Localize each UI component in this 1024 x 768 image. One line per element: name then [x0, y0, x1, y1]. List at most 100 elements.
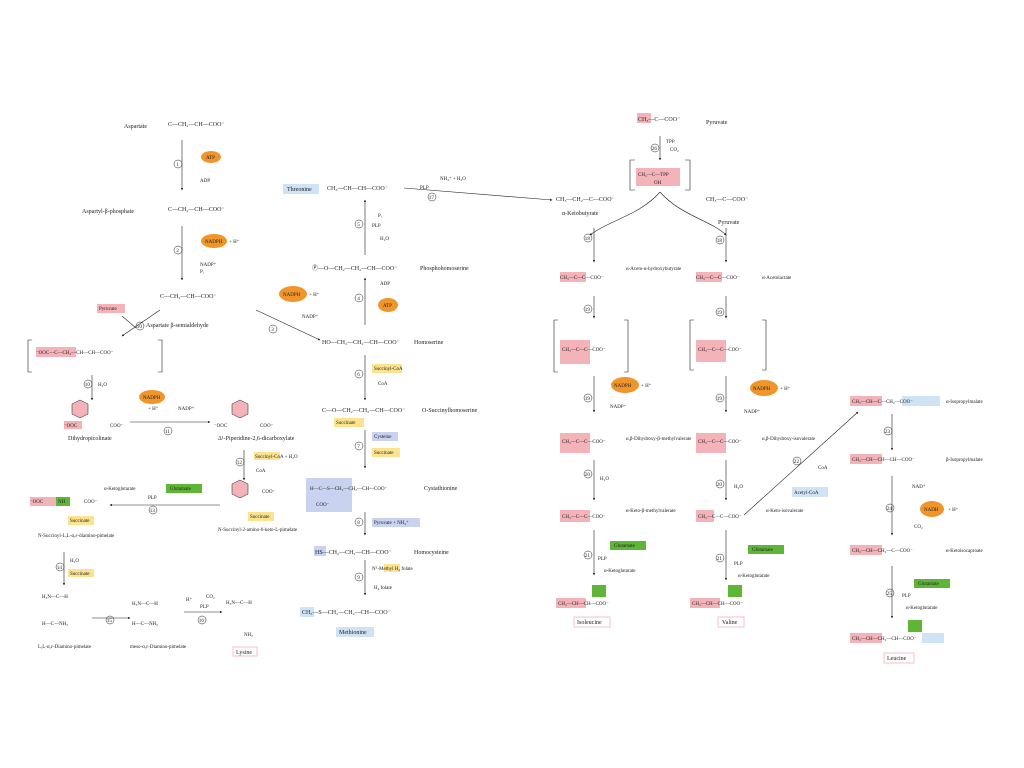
step-18-number: 18 — [585, 236, 591, 242]
glutamate-label-1: Glutamate — [170, 487, 192, 492]
valine-structure: CH₃—CH—CH—COO⁻ — [692, 602, 743, 607]
svg-text:NH₃: NH₃ — [244, 633, 253, 638]
semialdehyde-structure: C—CH₂—CH—COO⁻ — [160, 294, 217, 300]
step-19c-number: 19 — [717, 310, 723, 316]
pi-label-1: Pᵢ — [200, 270, 204, 275]
pyruvate-structure-right: CH₃—C—COO⁻ — [706, 197, 748, 203]
isopropylmalate-b-structure: CH₃—CH—CH—CH—COO⁻ — [852, 458, 915, 463]
pyruvate-label-1: Pyruvate — [99, 307, 118, 312]
valine-box — [717, 616, 745, 628]
plp-label-1: PLP — [148, 496, 157, 501]
svg-text:CH₃—C—C—COO⁻: CH₃—C—C—COO⁻ — [698, 440, 742, 445]
threonine-label: Threonine — [287, 187, 312, 193]
nadp-label-4: NADP⁺ — [610, 404, 627, 410]
methionine-label: Methionine — [339, 630, 367, 636]
a-ketoglutarate-label-1: α-Ketoglutarate — [104, 487, 136, 492]
acetolactate-label: α-Acetolactate — [762, 276, 792, 281]
svg-text:H—C—S—CH₂—CH₂—CH—COO⁻: H—C—S—CH₂—CH₂—CH—COO⁻ — [310, 487, 388, 492]
plp-label-3: PLP — [420, 186, 429, 191]
step-21b-number: 21 — [717, 556, 723, 562]
svg-text:CH₃—C—C—COO⁻: CH₃—C—C—COO⁻ — [698, 515, 742, 520]
step-7-number: 7 — [357, 444, 360, 450]
succinate-box-5 — [372, 448, 400, 457]
svg-text:+ H⁺: + H⁺ — [948, 507, 959, 513]
svg-text:COO⁻: COO⁻ — [262, 490, 276, 495]
aspartate-lysine-branch: Aspartate C—CH₂—CH—COO⁻ 1 ATP ADP Aspart… — [27, 122, 298, 657]
plp-label-4: PLP — [372, 224, 381, 229]
h2o-label-3: H₂O — [380, 237, 389, 242]
nadh-badge — [920, 501, 944, 517]
glutamate-label-3: Glutamate — [752, 548, 774, 553]
step-2-number: 2 — [176, 248, 179, 254]
nadph-label-1: NADPH — [205, 240, 223, 245]
succinate-label-5: Succinate — [374, 451, 394, 456]
glutamate-box-4 — [914, 579, 950, 588]
glutamate-label-4: Glutamate — [918, 582, 940, 587]
dihydropicolinate-label: Dihydropicolinate — [68, 436, 112, 442]
h-plus-label-4: + H⁺ — [641, 383, 652, 389]
succinate-label-2: Succinate — [70, 519, 90, 524]
tpp-adduct-structure: CH₃—C—TPP — [638, 173, 669, 178]
glutamate-box-1 — [166, 484, 202, 493]
aspartyl-phosphate-structure: C—CH₂—CH—COO⁻ — [168, 207, 225, 213]
nadph-badge-1 — [201, 234, 227, 248]
dihydroxy-isovalerate-label: α,β-Dihydroxy-isovalerate — [762, 437, 816, 442]
nadph-badge-3 — [279, 286, 307, 302]
plp-label-5: PLP — [598, 557, 607, 562]
nh4-h2o-label: NH₄⁺ + H₂O — [440, 176, 466, 182]
dihydroxy-methylvalerate-label: α,β-Dihydroxy-β-methylvalerate — [626, 437, 692, 442]
branched-chain-branch: CH₃—C—COO⁻ Pyruvate 26 TPP CO₂ CH₃—C—TPP… — [553, 113, 984, 664]
step-21-number: 21 — [585, 553, 591, 559]
h2o-label-1: H₂O — [98, 383, 107, 388]
aspartyl-phosphate-label: Aspartyl-β-phosphate — [82, 209, 134, 215]
glutamate-box-3 — [748, 545, 784, 554]
succinate-label-4: Succinate — [336, 421, 356, 426]
nad-label: NAD⁺ — [912, 484, 926, 490]
co2-label-1: CO₂ — [206, 595, 215, 600]
svg-text:COO⁻: COO⁻ — [84, 500, 98, 505]
svg-text:⁻OOC: ⁻OOC — [214, 424, 228, 429]
svg-text:H—C—NH₃: H—C—NH₃ — [132, 622, 158, 627]
succinate-box-1 — [248, 512, 274, 521]
step-9-number: 9 — [357, 575, 360, 581]
svg-text:CH₃—C—C—COO⁻: CH₃—C—C—COO⁻ — [562, 515, 606, 520]
a-ketoglutarate-label-2: α-Ketoglutarate — [604, 569, 636, 574]
n-succinyl-keto-label: N-Succinyl-2-amino-6-keto-L-pimelate — [218, 528, 298, 533]
pyruvate-highlight-2 — [36, 347, 76, 357]
succinate-box-3 — [68, 569, 94, 577]
step-23-number: 23 — [885, 429, 891, 435]
phosphohomoserine-label: Phosphohomoserine — [420, 266, 469, 272]
isopropylmalate-b-label: β-Isopropylmalate — [946, 458, 983, 463]
homoserine-label: Homoserine — [414, 340, 444, 346]
cystathionine-cysteine-highlight — [306, 478, 352, 512]
step-13-number: 13 — [150, 508, 156, 514]
homocysteine-label: Homocysteine — [414, 550, 449, 556]
cysteine-label: Cysteine — [374, 435, 392, 440]
pyruvate-nh4-label: Pyruvate + NH₄⁺ — [374, 520, 409, 526]
h4-folate-label: H₄ folate — [374, 586, 393, 591]
step-24-number: 24 — [887, 506, 893, 512]
step-11-number: 11 — [165, 429, 170, 435]
pyruvate-nh4-box — [372, 518, 420, 527]
svg-text:⁻OOC: ⁻OOC — [30, 500, 44, 505]
threonine-structure: CH₃—CH—CH—COO⁻ — [327, 186, 388, 192]
ketoisocaproate-label: α-Ketoisocaproate — [946, 549, 984, 554]
step-8-number: 8 — [357, 520, 360, 526]
lysine-label: Lysine — [236, 650, 252, 656]
adp-label: ADP — [200, 179, 210, 184]
nadph-badge-5 — [750, 380, 778, 396]
cysteine-box — [372, 432, 398, 441]
coa-label-1: CoA — [256, 469, 266, 474]
succinate-label-3: Succinate — [70, 572, 90, 577]
nadph-label-5: NADPH — [753, 387, 771, 392]
glutamate-label-2: Glutamate — [614, 544, 636, 549]
n-succinyl-amino-label: N-Succinyl-L,L-α,ε-diamino-pimelate — [38, 534, 115, 539]
methionine-box — [336, 627, 374, 637]
step-22-number: 22 — [794, 459, 800, 465]
leucine-label: Leucine — [887, 656, 907, 662]
step-17-number: 17 — [429, 195, 435, 201]
nadp-label-5: NADP⁺ — [744, 409, 761, 415]
piperidine-label: Δ¹-Piperidine-2,6-dicarboxylate — [218, 436, 295, 442]
h2o-label-5: H₂O — [734, 485, 743, 490]
valine-label: Valine — [722, 620, 738, 626]
